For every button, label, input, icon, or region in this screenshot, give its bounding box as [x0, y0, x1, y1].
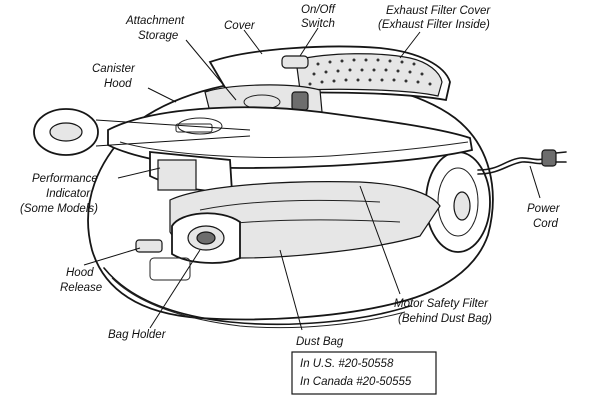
part-number-box: In U.S. #20-50558 In Canada #20-50555: [291, 351, 437, 395]
label-attachment-storage-2: Storage: [138, 30, 178, 42]
power-cord: [477, 157, 549, 171]
label-hood-release: Hood: [66, 267, 94, 279]
label-on-off-switch: On/Off: [301, 4, 337, 16]
label-motor-safety-filter-2: (Behind Dust Bag): [398, 313, 492, 325]
label-power-cord: Power: [527, 203, 561, 215]
label-canister-hood-2: Hood: [104, 78, 132, 90]
label-canister-hood: Canister: [92, 63, 136, 75]
label-performance-indicator-2: Indicator: [46, 188, 91, 200]
label-power-cord-2: Cord: [533, 218, 559, 230]
label-exhaust-filter-cover-2: (Exhaust Filter Inside): [378, 19, 490, 31]
canister-skirt: [103, 267, 411, 326]
label-hood-release-2: Release: [60, 282, 102, 294]
label-motor-safety-filter: Motor Safety Filter: [394, 298, 489, 310]
exhaust-vents: [308, 58, 432, 86]
label-cover: Cover: [224, 20, 256, 32]
leader-lines: [83, 27, 541, 331]
label-dust-bag: Dust Bag: [296, 336, 344, 348]
label-exhaust-filter-cover: Exhaust Filter Cover: [386, 5, 491, 17]
part-number-canada: In Canada #20-50555: [300, 376, 412, 388]
label-performance-indicator-3: (Some Models): [20, 203, 98, 215]
part-number-us: In U.S. #20-50558: [300, 358, 394, 370]
label-on-off-switch-2: Switch: [301, 18, 335, 30]
vacuum-illustration: [33, 45, 567, 329]
labels: Attachment Storage Cover On/Off Switch E…: [20, 4, 561, 348]
exhaust-filter-cover: [295, 53, 443, 97]
label-bag-holder: Bag Holder: [108, 329, 167, 341]
on-off-switch: [281, 55, 309, 69]
hood-release: [135, 239, 163, 253]
label-performance-indicator: Performance: [32, 173, 98, 185]
label-attachment-storage: Attachment: [125, 15, 185, 27]
